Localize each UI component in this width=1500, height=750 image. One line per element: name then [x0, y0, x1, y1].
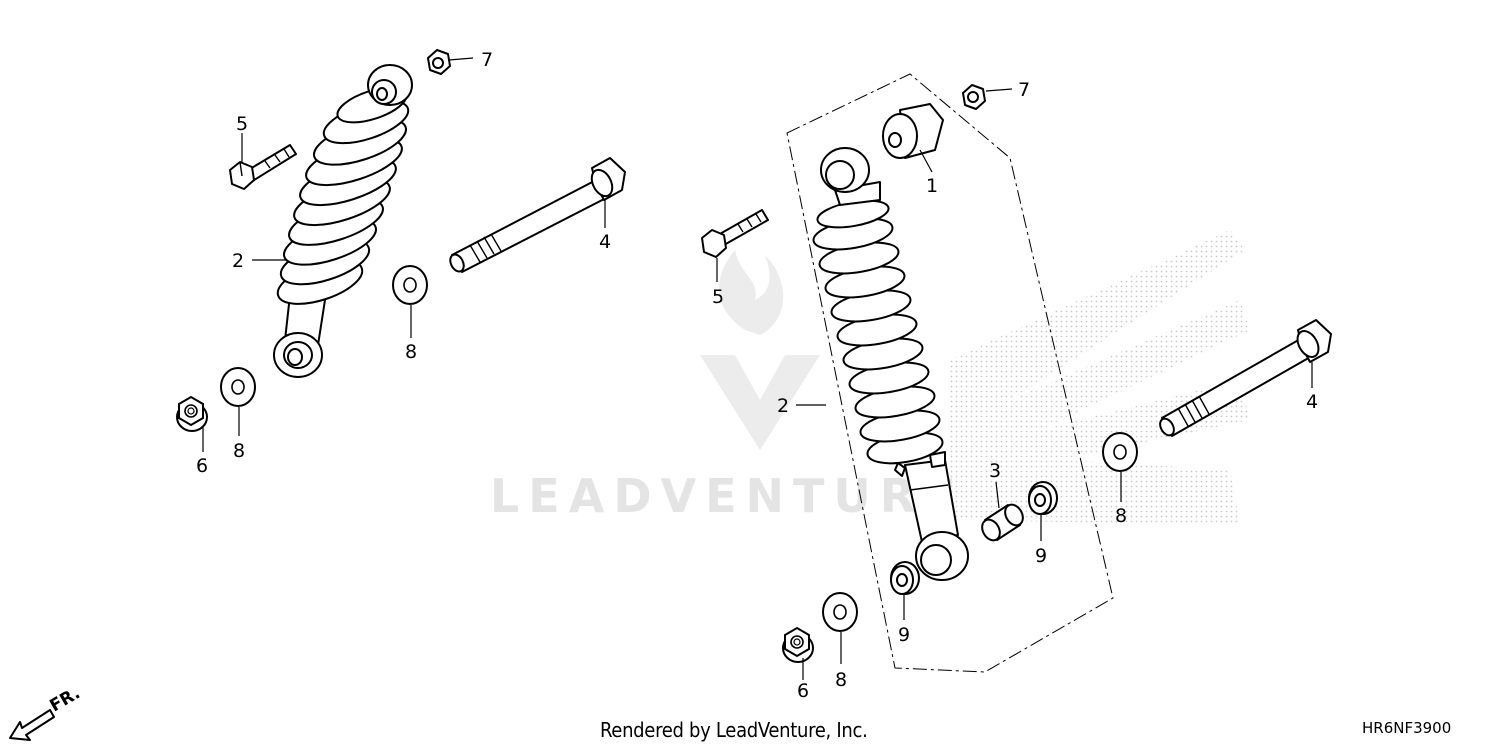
- callout-left-bolt-long: 4: [599, 231, 611, 253]
- right-shock-absorber: [812, 147, 969, 581]
- left-flange-nut: [176, 396, 208, 432]
- front-arrow-icon: [9, 709, 55, 741]
- callout-left-washer-right: 8: [405, 341, 417, 363]
- watermark-v-icon: [700, 355, 820, 450]
- left-bolt-short: [229, 144, 297, 190]
- callout-right-nut-top: 7: [1018, 79, 1030, 101]
- callout-right-collar: 3: [989, 460, 1001, 482]
- callout-right-washer-left: 8: [835, 669, 847, 691]
- right-bushing-right: [1028, 481, 1058, 515]
- callout-right-washer-right: 8: [1115, 505, 1127, 527]
- diagram-code: HR6NF3900: [1362, 719, 1452, 737]
- right-bushing-left: [890, 561, 920, 595]
- right-rubber-bushing: [882, 103, 944, 159]
- callout-right-bushing-left: 9: [898, 624, 910, 646]
- front-direction-indicator: FR.: [9, 683, 84, 741]
- left-nut-top: [427, 49, 451, 75]
- right-collar: [981, 503, 1024, 542]
- front-label: FR.: [47, 683, 84, 716]
- left-washer-left: [220, 367, 256, 407]
- watermark-flame-icon: [718, 250, 784, 335]
- callout-left-flange-nut: 6: [196, 455, 208, 477]
- callout-left-bolt-short: 5: [236, 113, 248, 135]
- watermark-text: LEADVENTURE: [490, 469, 965, 523]
- callout-right-bushing-right: 9: [1035, 545, 1047, 567]
- right-assembly: 7 1 5 2 3 9 9 4 8 8 6: [701, 73, 1332, 702]
- right-nut-top: [962, 84, 986, 110]
- watermark: LEADVENTURE: [490, 230, 1250, 525]
- callout-right-bolt-short: 5: [712, 286, 724, 308]
- watermark-wing-dots: [950, 230, 1250, 525]
- footer-credit: Rendered by LeadVenture, Inc.: [600, 718, 868, 742]
- right-bolt-short: [701, 209, 769, 258]
- left-shock-absorber: [273, 64, 413, 378]
- assembly-group-outline: [786, 73, 1114, 673]
- callout-right-bolt-long: 4: [1306, 391, 1318, 413]
- callout-right-shock-absorber: 2: [777, 395, 789, 417]
- callout-left-shock-absorber: 2: [232, 250, 244, 272]
- callout-right-rubber-bushing: 1: [926, 175, 938, 197]
- right-flange-nut: [782, 627, 814, 663]
- left-washer-right: [392, 265, 428, 305]
- callout-right-flange-nut: 6: [797, 680, 809, 702]
- left-bolt-long: [449, 157, 626, 273]
- right-bolt-long: [1159, 319, 1332, 437]
- callout-left-washer-left: 8: [233, 440, 245, 462]
- right-washer-right: [1102, 432, 1138, 472]
- left-assembly: 7 5 2 4 8 8 6: [176, 49, 626, 477]
- callout-left-nut-top: 7: [481, 49, 493, 71]
- right-washer-left: [822, 592, 858, 632]
